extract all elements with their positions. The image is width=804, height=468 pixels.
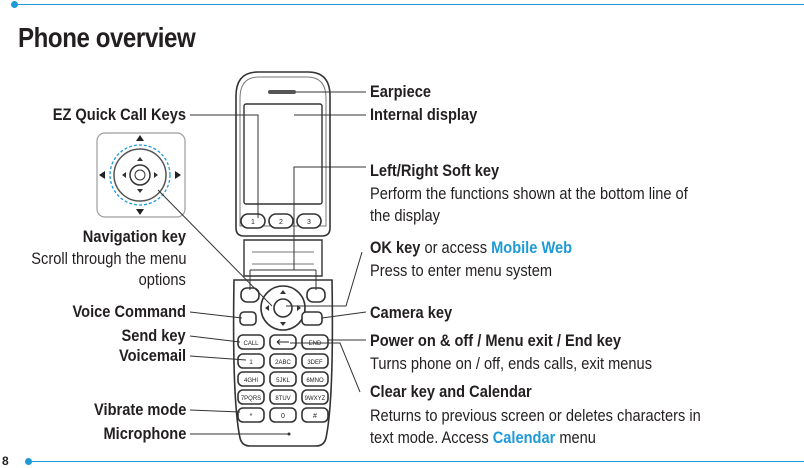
call-key-label[interactable]: CALL: [243, 341, 259, 347]
send-key-label: Send key: [121, 326, 186, 345]
voicemail-label: Voicemail: [118, 346, 186, 365]
key-1[interactable]: 1: [249, 360, 253, 366]
leader-lines: [157, 91, 367, 435]
camera-key-label: Camera key: [370, 303, 453, 322]
mobile-web-link: Mobile Web: [491, 238, 573, 257]
navigation-key-inset: [96, 132, 186, 218]
ok-key-label: OK key: [370, 238, 421, 257]
page-title: Phone overview: [18, 22, 196, 53]
quick-key-3[interactable]: 3: [307, 219, 311, 226]
clear-desc-text-a: text mode. Access: [370, 428, 493, 447]
earpiece-label: Earpiece: [370, 82, 431, 101]
internal-display-label: Internal display: [370, 105, 478, 124]
calendar-link: Calendar: [492, 428, 556, 447]
navigation-key-desc-line1: Scroll through the menu: [30, 249, 186, 268]
soft-key-desc-line1: Perform the functions shown at the botto…: [370, 184, 688, 203]
power-key-label: Power on & off / Menu exit / End key: [370, 331, 622, 350]
key-7[interactable]: 7PQRS: [241, 396, 261, 402]
microphone-label: Microphone: [103, 424, 186, 443]
clear-desc-text-b: menu: [555, 428, 596, 447]
key-0[interactable]: 0: [281, 413, 285, 420]
vibrate-mode-label: Vibrate mode: [93, 400, 186, 419]
ez-quick-call-label: EZ Quick Call Keys: [52, 105, 186, 124]
voice-command-label: Voice Command: [72, 302, 186, 321]
key-3[interactable]: 3DEF: [307, 360, 323, 366]
bottom-rule: [28, 461, 804, 462]
ok-key-desc: Press to enter menu system: [370, 261, 553, 280]
clear-key-desc-line2: text mode. Access Calendar menu: [370, 428, 596, 448]
back-arrow-icon: [276, 339, 289, 345]
clear-key-label: Clear key and Calendar: [370, 382, 532, 401]
clear-key-desc-line1: Returns to previous screen or deletes ch…: [370, 406, 701, 425]
power-key-desc: Turns phone on / off, ends calls, exit m…: [370, 354, 652, 373]
quick-key-2[interactable]: 2: [279, 219, 283, 226]
key-6[interactable]: 6MNO: [306, 378, 324, 384]
phone-body: [232, 71, 334, 447]
end-key-label[interactable]: END: [309, 341, 322, 347]
top-rule: [14, 4, 804, 5]
quick-key-1[interactable]: 1: [251, 219, 255, 226]
navigation-key-label: Navigation key: [82, 227, 186, 246]
key-star[interactable]: *: [250, 413, 253, 420]
key-2[interactable]: 2ABC: [275, 360, 291, 366]
key-9[interactable]: 9WXYZ: [305, 396, 326, 402]
key-hash[interactable]: #: [313, 413, 317, 420]
key-4[interactable]: 4GHI: [244, 378, 258, 384]
navigation-key-desc-line2: options: [138, 270, 186, 289]
key-5[interactable]: 5JKL: [276, 378, 290, 384]
key-8[interactable]: 8TUV: [275, 396, 290, 402]
ok-key-or-text: or access: [420, 238, 492, 257]
page-number: 8: [2, 454, 9, 468]
soft-key-label: Left/Right Soft key: [370, 161, 500, 180]
soft-key-desc-line2: the display: [370, 206, 440, 225]
ok-key-line: OK key or access Mobile Web: [370, 238, 572, 258]
